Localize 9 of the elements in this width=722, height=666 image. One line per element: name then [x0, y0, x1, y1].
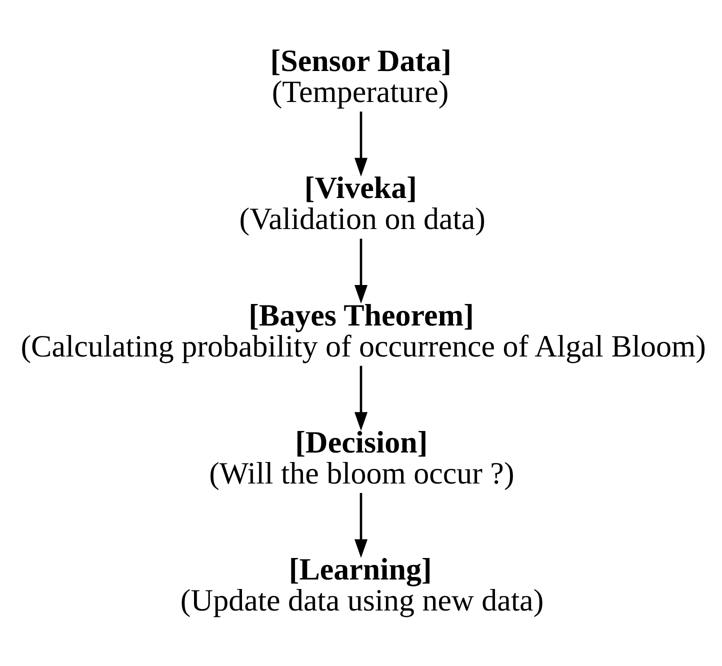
node-text: [Bayes Theorem] (Calculating probability of occurrence of Algal Bloom) — [20, 297, 706, 364]
node-text: [Learning] (Update data using new data) — [180, 551, 544, 618]
node-text: [Sensor Data] (Temperature) — [270, 43, 452, 110]
arrow — [354, 238, 368, 304]
arrow — [354, 492, 368, 558]
arrow — [354, 112, 368, 177]
node-text: [Viveka] (Validation on data) — [239, 170, 486, 236]
node-text: [Decision] (Will the bloom occur ?) — [209, 424, 514, 490]
arrow — [354, 366, 368, 431]
